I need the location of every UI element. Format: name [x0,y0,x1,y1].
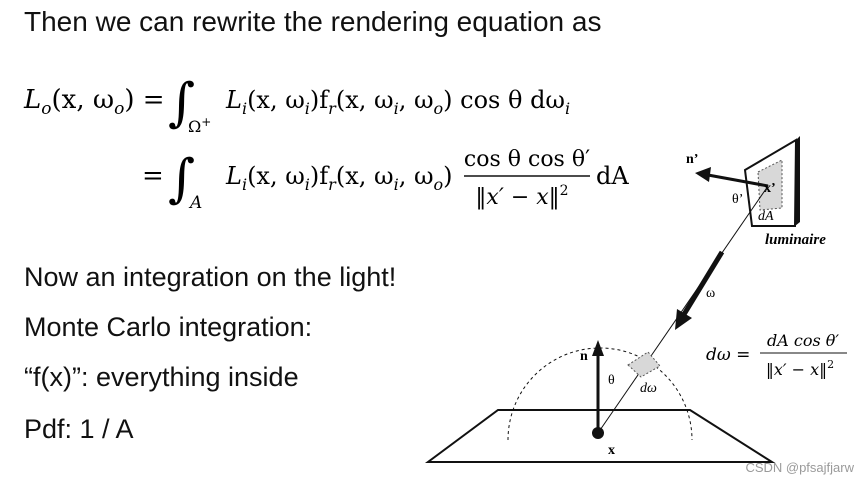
formula-denominator: ‖x′ − x‖ [766,360,827,379]
n-arrow-head [592,340,604,356]
bullet-monte-carlo: Monte Carlo integration: [24,312,313,342]
eq2-numerator: cos θ cos θ′ [464,147,590,172]
geometry-diagram: n’ θ’ x’ dA luminaire ω n θ dω x dω = dA… [424,136,847,463]
integral-sign-2: ∫ [168,149,195,209]
eq1-integrand: L [225,86,242,114]
label-n: n [580,349,588,364]
n-prime-arrow-head [695,167,711,182]
watermark: CSDN @pfsajfjarw [745,460,854,475]
omega-arrow-head [675,309,692,330]
bullet-fx: “f(x)”: everything inside [24,362,299,392]
svg-text:Lo(x, ωo) =: Lo(x, ωo) = [23,85,165,119]
label-theta-prime: θ’ [732,192,743,207]
luminaire-panel-edge [795,136,800,226]
eq1-domain: Ω [188,117,201,136]
receiving-surface [424,409,776,463]
eq2-integrand: L [225,162,242,190]
eq2-tail: dA [596,162,629,190]
connection-line [597,185,769,434]
label-domega: dω [640,381,657,396]
slide-heading: Then we can rewrite the rendering equati… [24,6,602,37]
label-dA: dA [758,209,774,224]
equation-line-2: = ∫ A Li(x, ωi)fr(x, ωi, ωo) cos θ cos θ… [142,147,629,213]
label-omega: ω [706,286,715,301]
domega-patch [627,351,661,378]
label-x-prime: x’ [764,181,776,196]
eq2-equals: = [142,161,164,191]
svg-text:‖x′ − x‖2: ‖x′ − x‖2 [766,358,834,379]
integral-sign-1: ∫ [168,73,195,133]
n-prime-arrow-shaft [707,173,769,188]
svg-text:Li(x, ωi)fr(x, ωi, ωo) cos θ d: Li(x, ωi)fr(x, ωi, ωo) cos θ dωi [225,86,570,118]
svg-text:‖x′ − x‖2: ‖x′ − x‖2 [475,183,568,210]
hemisphere [507,347,693,441]
eq1-lhs: L [23,85,41,115]
eq2-denominator: ‖x′ − x‖ [475,185,559,210]
label-theta: θ [608,373,615,388]
formula-lhs: dω = [706,345,750,365]
svg-text:Ω+: Ω+ [188,115,211,136]
equation-line-1: Lo(x, ωo) = ∫ Ω+ Li(x, ωi)fr(x, ωi, ωo) … [23,73,570,136]
label-n-prime: n’ [686,152,698,167]
point-x [592,427,604,439]
eq2-domain: A [188,193,202,213]
formula-numerator: dA cos θ′ [767,331,839,350]
bullet-pdf: Pdf: 1 / A [24,414,134,444]
luminaire-dA-patch [757,159,783,211]
bullet-integration-on-light: Now an integration on the light! [24,262,397,292]
label-luminaire: luminaire [765,232,826,248]
omega-arrow-shaft [680,250,725,318]
svg-text:Li(x, ωi)fr(x, ωi, ωo): Li(x, ωi)fr(x, ωi, ωo) [225,162,453,194]
label-x: x [608,443,615,458]
